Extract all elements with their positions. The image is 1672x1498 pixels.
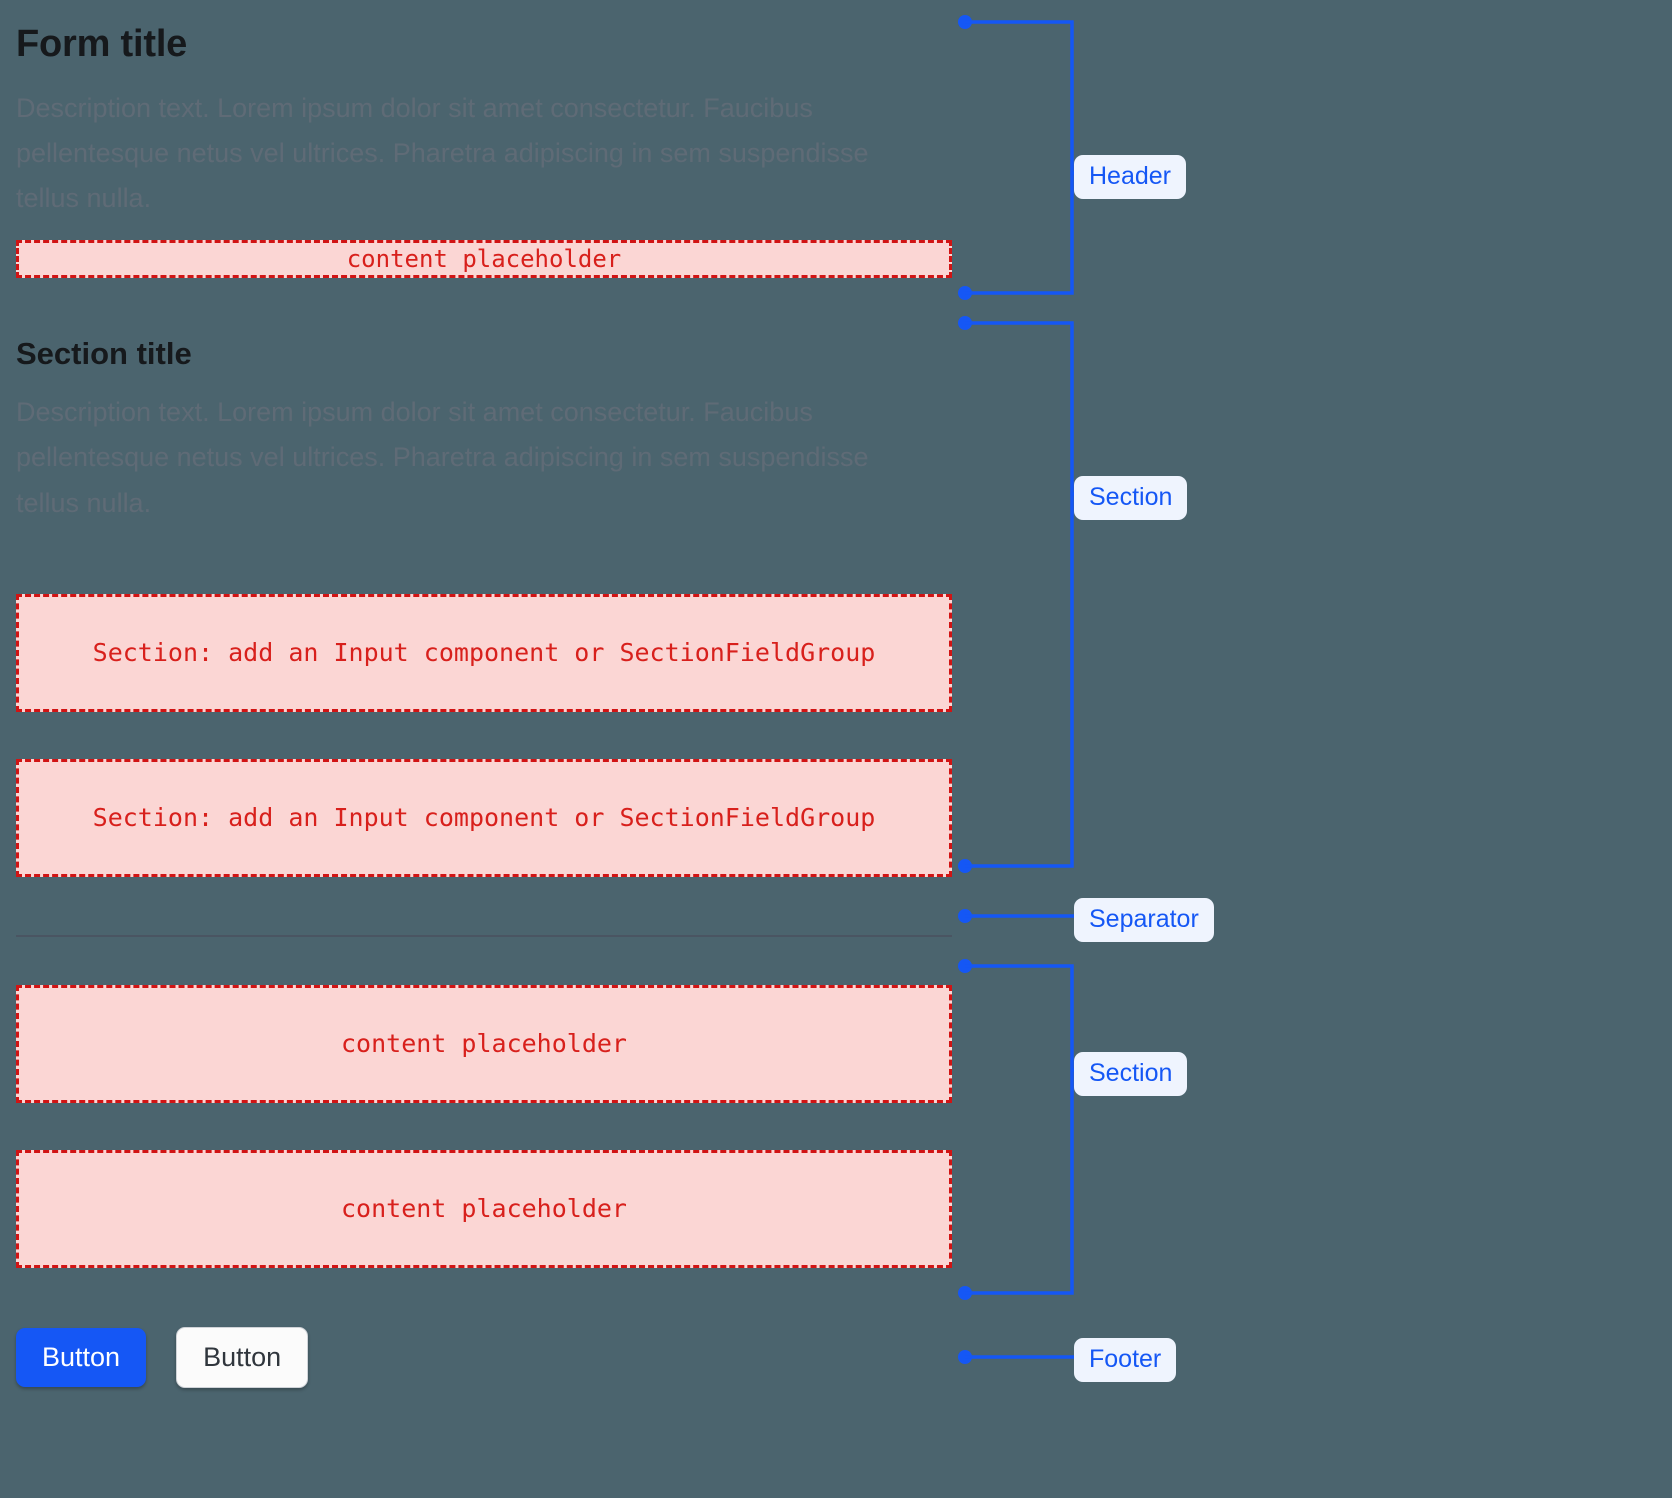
section-two-placeholder-1: content placeholder: [16, 984, 952, 1103]
annotation-bracket-section-one: [958, 316, 1138, 873]
section-two-placeholder-2: content placeholder: [16, 1149, 952, 1268]
form-header-block: Form title Description text. Lorem ipsum…: [16, 0, 952, 278]
annotation-chip-footer[interactable]: Footer: [1074, 1338, 1177, 1382]
form-layout: Form title Description text. Lorem ipsum…: [16, 0, 952, 1388]
section-one-block: Section title Description text. Lorem ip…: [16, 335, 952, 877]
section-two-block: content placeholder content placeholder: [16, 984, 952, 1268]
form-title: Form title: [16, 23, 188, 65]
secondary-button[interactable]: Button: [176, 1326, 309, 1388]
section-description: Description text. Lorem ipsum dolor sit …: [16, 396, 869, 518]
section-title: Section title: [16, 335, 192, 371]
form-footer: Button Button: [16, 1326, 952, 1388]
section-field-placeholder-1: Section: add an Input component or Secti…: [16, 593, 952, 712]
form-description: Description text. Lorem ipsum dolor sit …: [16, 92, 869, 214]
annotation-chip-section-one[interactable]: Section: [1074, 476, 1188, 520]
annotation-chip-separator[interactable]: Separator: [1074, 898, 1214, 942]
annotation-bracket-section-two: [958, 959, 1138, 1300]
section-field-placeholder-2: Section: add an Input component or Secti…: [16, 758, 952, 877]
form-separator: [16, 934, 952, 937]
header-content-placeholder: content placeholder: [16, 239, 952, 278]
primary-button[interactable]: Button: [16, 1327, 147, 1387]
annotation-chip-header[interactable]: Header: [1074, 155, 1186, 199]
annotation-chip-section-two[interactable]: Section: [1074, 1052, 1188, 1096]
